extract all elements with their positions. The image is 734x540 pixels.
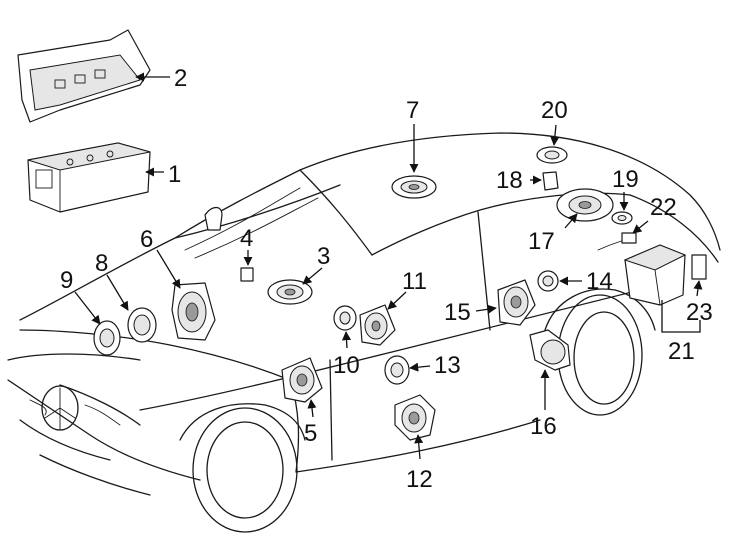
- callout-21: 21: [668, 338, 695, 365]
- callout-8: 8: [95, 250, 108, 277]
- part-6-speaker: [171, 282, 216, 341]
- part-4-sensor: [240, 267, 254, 282]
- part-14-tweeter: [537, 270, 559, 292]
- part-13-speaker: [384, 355, 410, 385]
- callout-20: 20: [541, 97, 568, 124]
- callout-labels: 1 2 3 4 5 6 7 8 9 10 11 12 13 14 15 16 1…: [60, 65, 713, 493]
- callout-9: 9: [60, 267, 73, 294]
- callout-12: 12: [406, 466, 433, 493]
- callout-23: 23: [686, 299, 713, 326]
- callout-15: 15: [444, 299, 471, 326]
- callout-1: 1: [168, 161, 181, 188]
- callout-7: 7: [406, 97, 419, 124]
- part-5-speaker: [281, 357, 323, 403]
- callout-5: 5: [304, 420, 317, 447]
- callout-22: 22: [650, 194, 677, 221]
- part-12-speaker: [394, 394, 436, 441]
- callout-11: 11: [402, 268, 427, 295]
- part-9-speaker: [93, 320, 121, 356]
- part-10-tweeter: [333, 305, 357, 331]
- part-19-grommet: [611, 211, 633, 225]
- callout-6: 6: [140, 226, 153, 253]
- part-8-speaker: [127, 307, 157, 343]
- callout-13: 13: [434, 352, 461, 379]
- part-2-bracket: [17, 29, 151, 123]
- part-21-amplifier: [623, 244, 687, 306]
- part-17-subwoofer: [556, 188, 614, 222]
- part-18-bracket: [542, 171, 559, 191]
- callout-19: 19: [612, 166, 639, 193]
- callout-4: 4: [240, 225, 253, 252]
- part-22-harness: [597, 232, 637, 251]
- callout-18: 18: [496, 167, 523, 194]
- callout-10: 10: [333, 352, 360, 379]
- callout-17: 17: [528, 228, 555, 255]
- part-20-speaker: [536, 146, 568, 164]
- part-16-speaker: [529, 329, 571, 371]
- part-7-speaker: [391, 175, 437, 199]
- callout-2: 2: [174, 65, 187, 92]
- leader-lines: [74, 72, 703, 460]
- callout-3: 3: [317, 243, 330, 270]
- part-1-audio-module: [27, 142, 151, 213]
- part-23-module: [691, 254, 707, 280]
- callout-14: 14: [586, 268, 613, 295]
- part-11-speaker: [359, 304, 396, 346]
- part-15-speaker: [497, 279, 536, 326]
- part-3-speaker: [267, 279, 313, 305]
- callout-16: 16: [530, 413, 557, 440]
